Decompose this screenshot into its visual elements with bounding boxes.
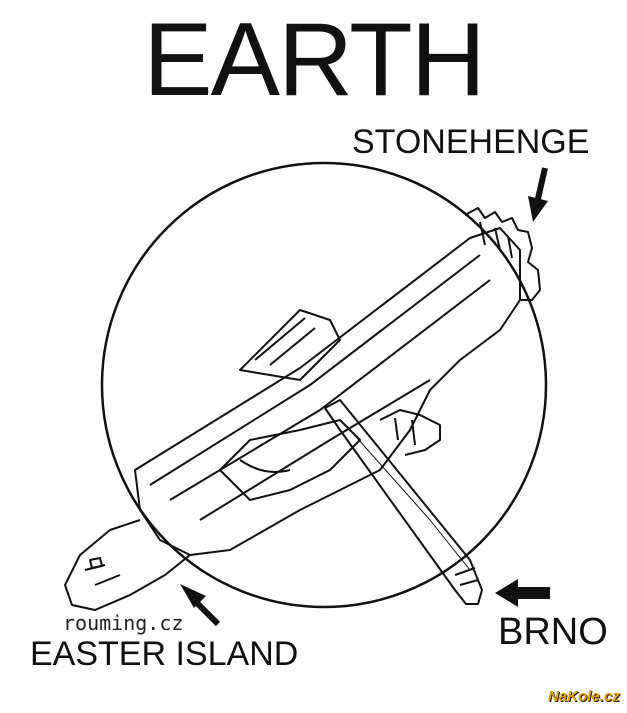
object-drawing [64, 207, 541, 611]
label-brno: BRNO [498, 611, 608, 653]
stonehenge-arrow [528, 167, 548, 222]
earth-circle [100, 161, 548, 609]
site-logo: NaKole.cz [548, 688, 620, 705]
watermark: rouming.cz [63, 611, 184, 635]
label-easter-island: EASTER ISLAND [30, 635, 299, 673]
diagram-title: EARTH [143, 2, 486, 118]
easter-island-arrow [180, 584, 221, 627]
label-stonehenge: STONEHENGE [352, 123, 590, 161]
brno-arrow [495, 579, 550, 607]
